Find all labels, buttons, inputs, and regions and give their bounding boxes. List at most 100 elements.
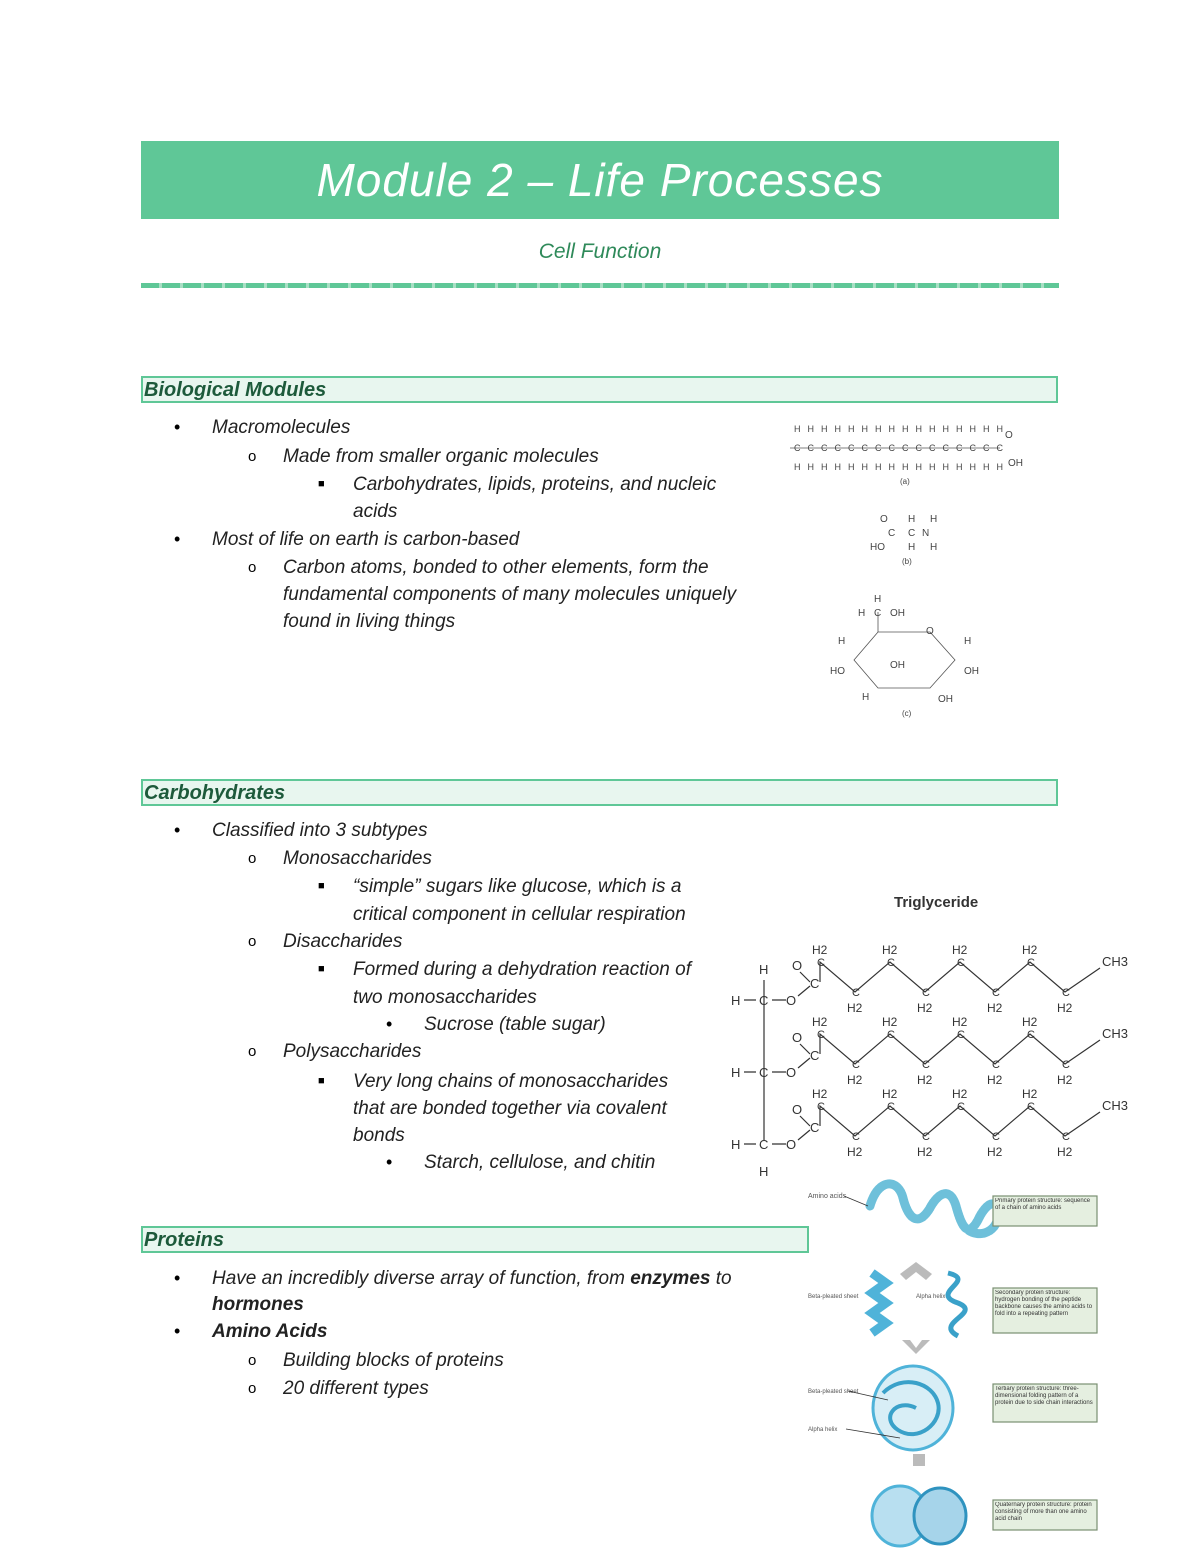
chain-atom-label: H [848, 462, 855, 472]
text-run: Have an incredibly diverse array of func… [212, 1268, 631, 1289]
chain-atom-label: H [983, 462, 990, 472]
svg-text:H: H [858, 608, 865, 619]
enzymes-term: enzymes [630, 1268, 711, 1289]
ester-c: C [810, 976, 819, 991]
glycerol-c: C [759, 1065, 768, 1080]
tail-h2: H2 [1022, 1087, 1038, 1101]
section-heading-label: Proteins [144, 1229, 225, 1251]
svg-text:OH: OH [1008, 458, 1023, 469]
glucose-ring-structure: H H C OH O H H HO OH OH H OH (c) [830, 594, 979, 718]
bullet-dot: • [174, 529, 181, 549]
svg-text:HO: HO [870, 542, 885, 553]
bullet-square: ■ [318, 1075, 325, 1087]
tail-c: C [887, 1029, 895, 1041]
chain-atom-label: H [916, 424, 923, 434]
list-item: Monosaccharides [283, 848, 432, 869]
tail-c: C [852, 1131, 860, 1143]
chain-atom-label: H [970, 462, 977, 472]
tail-c: C [922, 1059, 930, 1071]
tail-c: C [852, 1059, 860, 1071]
title-banner: Module 2 – Life Processes [141, 141, 1059, 219]
svg-text:(a): (a) [900, 477, 910, 486]
tail-h2: H2 [812, 943, 828, 957]
bullet-circle: o [248, 1043, 257, 1060]
tail-c: C [887, 957, 895, 969]
list-item: critical component in cellular respirati… [353, 904, 686, 925]
bullet-circle: o [248, 448, 257, 465]
tail-h2: H2 [1057, 1001, 1073, 1015]
svg-text:H: H [930, 542, 937, 553]
chain-atom-label: C [943, 443, 950, 453]
chain-atom-label: H [929, 424, 936, 434]
svg-text:OH: OH [938, 694, 953, 705]
tail-h2: H2 [917, 1001, 933, 1015]
section-heading-label: Carbohydrates [144, 782, 286, 804]
tail-ch3: CH3 [1102, 1026, 1128, 1041]
chain-atom-label: H [862, 462, 869, 472]
caption-box-quaternary [992, 1499, 1098, 1531]
molecule-structures-figure: HCHHCHHCHHCHHCHHCHHCHHCHHCHHCHHCHHCHHCHH… [790, 424, 1023, 718]
list-item: Carbon atoms, bonded to other elements, … [283, 557, 709, 578]
chain-atom-label: H [943, 424, 950, 434]
glycerol-h: H [759, 1164, 768, 1179]
section-heading-proteins: Proteins [141, 1226, 809, 1253]
fatty-acid-tail [797, 960, 1101, 997]
bullet-circle: o [248, 1352, 257, 1369]
tail-h2: H2 [847, 1001, 863, 1015]
chain-atom-label: H [794, 462, 801, 472]
page-title: Module 2 – Life Processes [316, 154, 884, 206]
section-heading-label: Biological Modules [144, 379, 327, 401]
svg-text:Beta-pleated sheet: Beta-pleated sheet [808, 1389, 859, 1395]
svg-text:C: C [908, 528, 915, 539]
glycerol-c: C [759, 993, 768, 1008]
chain-atom-label: H [956, 462, 963, 472]
caption-secondary: Secondary protein structure: hydrogen bo… [995, 1290, 1093, 1317]
tail-h2: H2 [917, 1145, 933, 1159]
list-item: fundamental components of many molecules… [283, 584, 737, 605]
chain-atom-label: C [902, 443, 909, 453]
chain-atom-label: C [916, 443, 923, 453]
svg-text:H: H [908, 542, 915, 553]
svg-text:HO: HO [830, 666, 845, 677]
tail-c: C [992, 1059, 1000, 1071]
chain-atom-label: H [970, 424, 977, 434]
ester-c: C [810, 1120, 819, 1135]
tail-h2: H2 [1057, 1073, 1073, 1087]
svg-text:Alpha helix: Alpha helix [916, 1294, 945, 1300]
chain-atom-label: C [997, 443, 1004, 453]
tail-c: C [817, 1029, 825, 1041]
tail-c: C [1027, 1029, 1035, 1041]
ester-o: O [786, 1065, 796, 1080]
svg-text:C: C [874, 608, 881, 619]
chain-atom-label: H [929, 462, 936, 472]
chain-atom-label: H [821, 462, 828, 472]
chain-atom-label: H [997, 462, 1004, 472]
glycerol-c: C [759, 1137, 768, 1152]
tail-h2: H2 [1057, 1145, 1073, 1159]
arrow-icon [900, 1262, 932, 1280]
ester-o: O [786, 993, 796, 1008]
chain-atom-label: C [929, 443, 936, 453]
section-heading-carbohydrates: Carbohydrates [141, 779, 1058, 806]
svg-text:Amino acids: Amino acids [808, 1193, 847, 1200]
tail-h2: H2 [882, 1087, 898, 1101]
tail-c: C [992, 1131, 1000, 1143]
svg-text:O: O [1005, 430, 1013, 441]
tail-h2: H2 [952, 943, 968, 957]
tail-h2: H2 [847, 1145, 863, 1159]
tail-c: C [992, 987, 1000, 999]
list-item: Polysaccharides [283, 1041, 422, 1062]
protein-structure-figure: Amino acids Beta-pleated sheet Alpha hel… [808, 1179, 1098, 1548]
chain-atom-label: H [997, 424, 1004, 434]
svg-text:OH: OH [890, 608, 905, 619]
bullet-square: ■ [318, 880, 325, 892]
tail-c: C [852, 987, 860, 999]
text-run: to [710, 1268, 732, 1289]
chain-atom-label: H [794, 424, 801, 434]
list-item: Have an incredibly diverse array of func… [212, 1265, 732, 1292]
tail-c: C [1062, 1059, 1070, 1071]
svg-text:Beta-pleated sheet: Beta-pleated sheet [808, 1294, 859, 1300]
tail-h2: H2 [987, 1145, 1003, 1159]
svg-text:(b): (b) [902, 557, 912, 566]
tail-c: C [1027, 957, 1035, 969]
